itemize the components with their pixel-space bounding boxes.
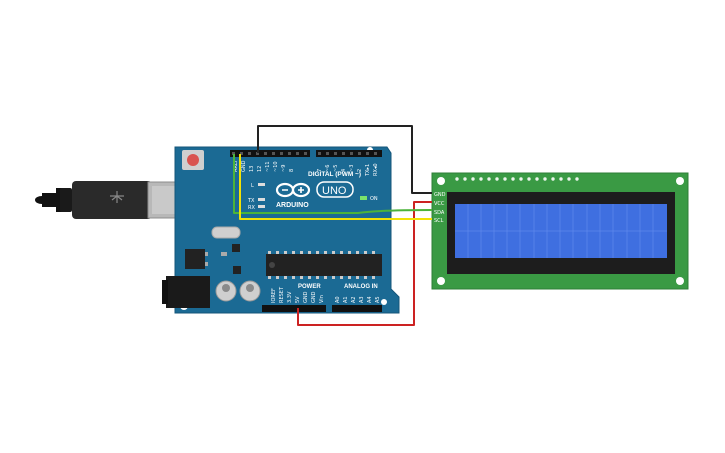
wire-gnd [257, 125, 432, 194]
svg-text:A1: A1 [343, 296, 349, 303]
pin-label-10: ~10 [273, 161, 279, 172]
model-text: UNO [322, 185, 347, 197]
svg-text:A4: A4 [367, 296, 373, 303]
brand-text: ARDUINO [276, 202, 309, 209]
digital-header-label: DIGITAL (PWM ~) [308, 171, 361, 178]
svg-text:5V: 5V [295, 296, 301, 303]
lcd-module[interactable]: GND VCC SDA SCL [431, 172, 689, 290]
power-header [262, 305, 382, 312]
lcd-pin-scl: SCL [434, 218, 444, 224]
analog-pin-labels: A0 A1 A2 A3 A4 A5 [335, 296, 381, 303]
pin-label-7: 7 [317, 169, 323, 172]
lcd-char-grid [455, 204, 667, 258]
on-label: ON [370, 196, 378, 202]
wire-sda [233, 154, 433, 214]
wires[interactable] [233, 125, 433, 326]
pin-label-4: 4 [341, 169, 347, 172]
arduino-board[interactable]: AREF GND 13 12 ~11 ~10 ~9 8 7 ~6 ~5 4 ~3… [162, 146, 400, 314]
pin-label-gnd: GND [241, 160, 247, 172]
svg-text:A5: A5 [375, 296, 381, 303]
analog-label: ANALOG IN [344, 284, 378, 290]
pin-label-8: 8 [289, 169, 295, 172]
svg-text:Vin: Vin [319, 295, 325, 303]
digital-header [230, 150, 382, 157]
svg-text:L: L [251, 183, 254, 189]
top-pin-labels: AREF GND 13 12 ~11 ~10 ~9 8 7 ~6 ~5 4 ~3… [233, 159, 379, 177]
reset-button-icon[interactable] [182, 150, 204, 170]
lcd-pin-vcc: VCC [434, 201, 445, 207]
pin-label-5: ~5 [333, 165, 339, 172]
pin-label-9: ~9 [281, 165, 287, 172]
power-label: POWER [298, 284, 321, 290]
pin-label-2: 2 [357, 169, 363, 172]
wire-scl [239, 154, 432, 220]
svg-text:GND: GND [311, 291, 317, 303]
pin-label-12: 12 [257, 166, 263, 172]
pin-label-11: ~11 [265, 161, 271, 172]
lcd-pin-sda: SDA [434, 210, 445, 216]
status-leds: L TX RX [247, 183, 265, 211]
lcd-pin-labels: GND VCC SDA SCL [434, 192, 446, 224]
svg-text:A0: A0 [335, 296, 341, 303]
svg-text:A3: A3 [359, 296, 365, 303]
wire-vcc [297, 201, 432, 326]
power-pin-labels: IOREF RESET 3.3V 5V GND GND Vin [271, 286, 325, 303]
svg-text:TX: TX [247, 198, 255, 204]
svg-text:IOREF: IOREF [271, 288, 277, 303]
svg-text:3.3V: 3.3V [287, 291, 293, 303]
svg-text:RX: RX [248, 205, 255, 211]
atmega-chip [266, 251, 382, 279]
pin-label-aref: AREF [233, 159, 239, 172]
pin-label-3: ~3 [349, 165, 355, 172]
pin-label-rx0: RX◂0 [373, 163, 379, 176]
lcd-pin-gnd: GND [434, 192, 446, 198]
svg-text:A2: A2 [351, 296, 357, 303]
pin-label-6: ~6 [325, 165, 331, 172]
pin-label-13: 13 [249, 166, 255, 172]
arduino-logo-icon [275, 182, 311, 198]
svg-text:GND: GND [303, 291, 309, 303]
pin-label-tx1: TX▸1 [365, 164, 371, 177]
svg-text:RESET: RESET [279, 286, 285, 303]
